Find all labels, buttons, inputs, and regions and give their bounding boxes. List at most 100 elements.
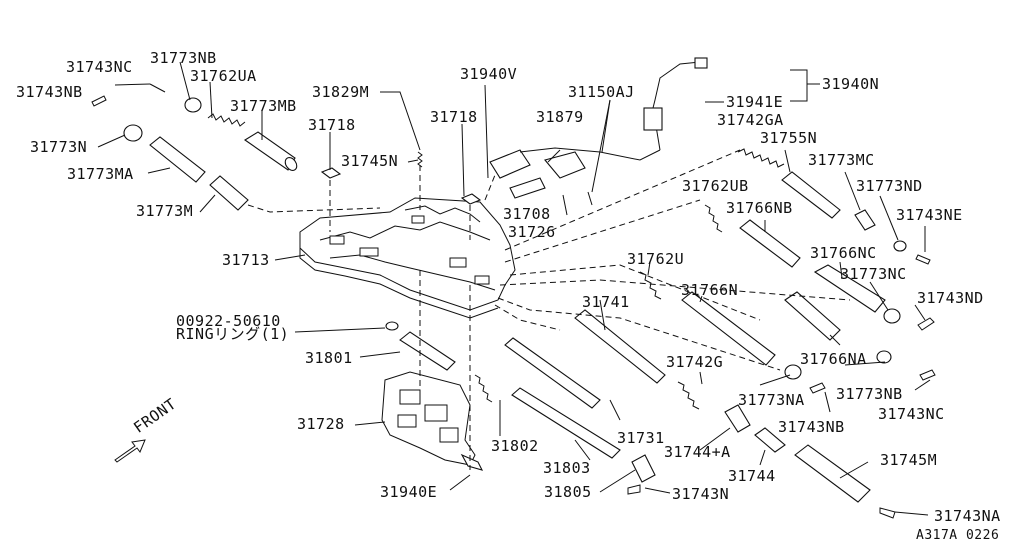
label-31773MC: 31773MC [808,151,875,169]
label-31879: 31879 [536,108,584,126]
label-00922-50610: 00922-50610 [176,312,281,330]
label-31766NB: 31766NB [726,199,793,217]
label-31940V: 31940V [460,65,518,83]
label-31766NC: 31766NC [810,244,877,262]
plug-31744 [754,427,786,453]
plug-31773NB-bottom [876,350,892,364]
label-31743NA: 31743NA [934,507,1001,525]
label-31742G: 31742G [666,353,724,371]
pin-31743NE [915,254,931,265]
label-31773NB-bottom: 31773NB [836,385,903,403]
label-31773NB-top: 31773NB [150,49,217,67]
footer-code: A317A 0226 [916,528,1000,543]
sleeve-31744A [724,404,751,433]
pin-31743N [627,484,641,495]
label-31745N: 31745N [341,152,399,170]
label-31773M: 31773M [136,202,194,220]
plug-31805 [631,454,656,483]
label-31773N: 31773N [30,138,88,156]
label-31773MB: 31773MB [230,97,297,115]
label-31803: 31803 [543,459,591,477]
label-31743NC-bottom: 31743NC [878,405,945,423]
harness-31940N [519,57,708,161]
label-31743ND: 31743ND [917,289,984,307]
label-31743NB-bottom: 31743NB [778,418,845,436]
label-31940E: 31940E [380,483,438,501]
pin-31743NB-top [91,95,107,107]
retainer-31718-right [460,193,482,205]
valve-body-31713 [299,197,516,319]
label-31743N: 31743N [672,485,730,503]
label-31940N: 31940N [822,75,880,93]
label-31726: 31726 [508,223,556,241]
pin-31743ND [917,317,935,331]
label-31708: 31708 [503,205,551,223]
clip-31940E [460,453,484,471]
plug-31773NA [784,364,802,380]
plug-31773N [123,124,143,142]
sleeve-31773M [209,175,381,213]
valve-31745M [794,444,871,503]
label-31773ND: 31773ND [856,177,923,195]
separator-plate-31728 [381,371,476,466]
label-31766N: 31766N [681,281,739,299]
switch-31150AJ [544,151,586,179]
spring-31762U [639,271,662,300]
label-31743NB-top: 31743NB [16,83,83,101]
spool-31773MA [149,136,206,183]
label-31773NC: 31773NC [840,265,907,283]
pin-31743NC-top [149,83,166,93]
spring-31745N [417,151,423,168]
label-31766NA: 31766NA [800,350,867,368]
label-31718-left: 31718 [308,116,356,134]
label-31713: 31713 [222,251,270,269]
label-31718-right: 31718 [430,108,478,126]
plug-31773NC [883,308,901,324]
spring-31762UA [207,113,246,127]
valve-31766NA [784,291,841,341]
assembly-dashed-lines [329,149,851,470]
spring-31742GA [737,148,785,168]
bolt-31726 [562,191,593,216]
label-31744A: 31744+A [664,443,731,461]
label-31742GA: 31742GA [717,111,784,129]
pin-31743NB-bottom [809,382,826,394]
plug-31773MC [854,209,876,231]
rod-31803 [511,387,621,459]
pin-31743NA [879,507,896,519]
label-31745M: 31745M [880,451,938,469]
label-31741: 31741 [582,293,630,311]
pin-31743NC-bottom [919,369,936,381]
valve-31801 [399,331,456,371]
label-31773MA: 31773MA [67,165,134,183]
label-31802: 31802 [491,437,539,455]
ring-00922-50610 [385,321,399,331]
leader-lines [97,61,931,516]
valve-31741 [574,309,666,384]
plug-31773ND [893,240,907,252]
label-31805: 31805 [544,483,592,501]
valve-31755N [781,171,841,219]
plug-31773NB-top [184,97,202,113]
label-31762UA: 31762UA [190,67,257,85]
label-31744: 31744 [728,467,776,485]
label-31773NA: 31773NA [738,391,805,409]
spring-31802 [474,374,493,403]
label-31755N: 31755N [760,129,818,147]
label-ring: RINGリング(1) [176,325,290,343]
label-31762UB: 31762UB [682,177,749,195]
valve-31766N [681,291,776,366]
spring-31742G [677,381,700,410]
label-31728: 31728 [297,415,345,433]
valve-31766NC [813,264,886,313]
front-arrow-icon [114,439,146,463]
label-31731: 31731 [617,429,665,447]
label-31743NC-top: 31743NC [66,58,133,76]
label-31829M: 31829M [312,83,370,101]
solenoid-31708 [489,149,546,199]
rod-31731 [504,337,601,409]
label-31150AJ: 31150AJ [568,83,635,101]
spring-31762UB [704,204,723,233]
spool-31773MB [243,131,298,171]
